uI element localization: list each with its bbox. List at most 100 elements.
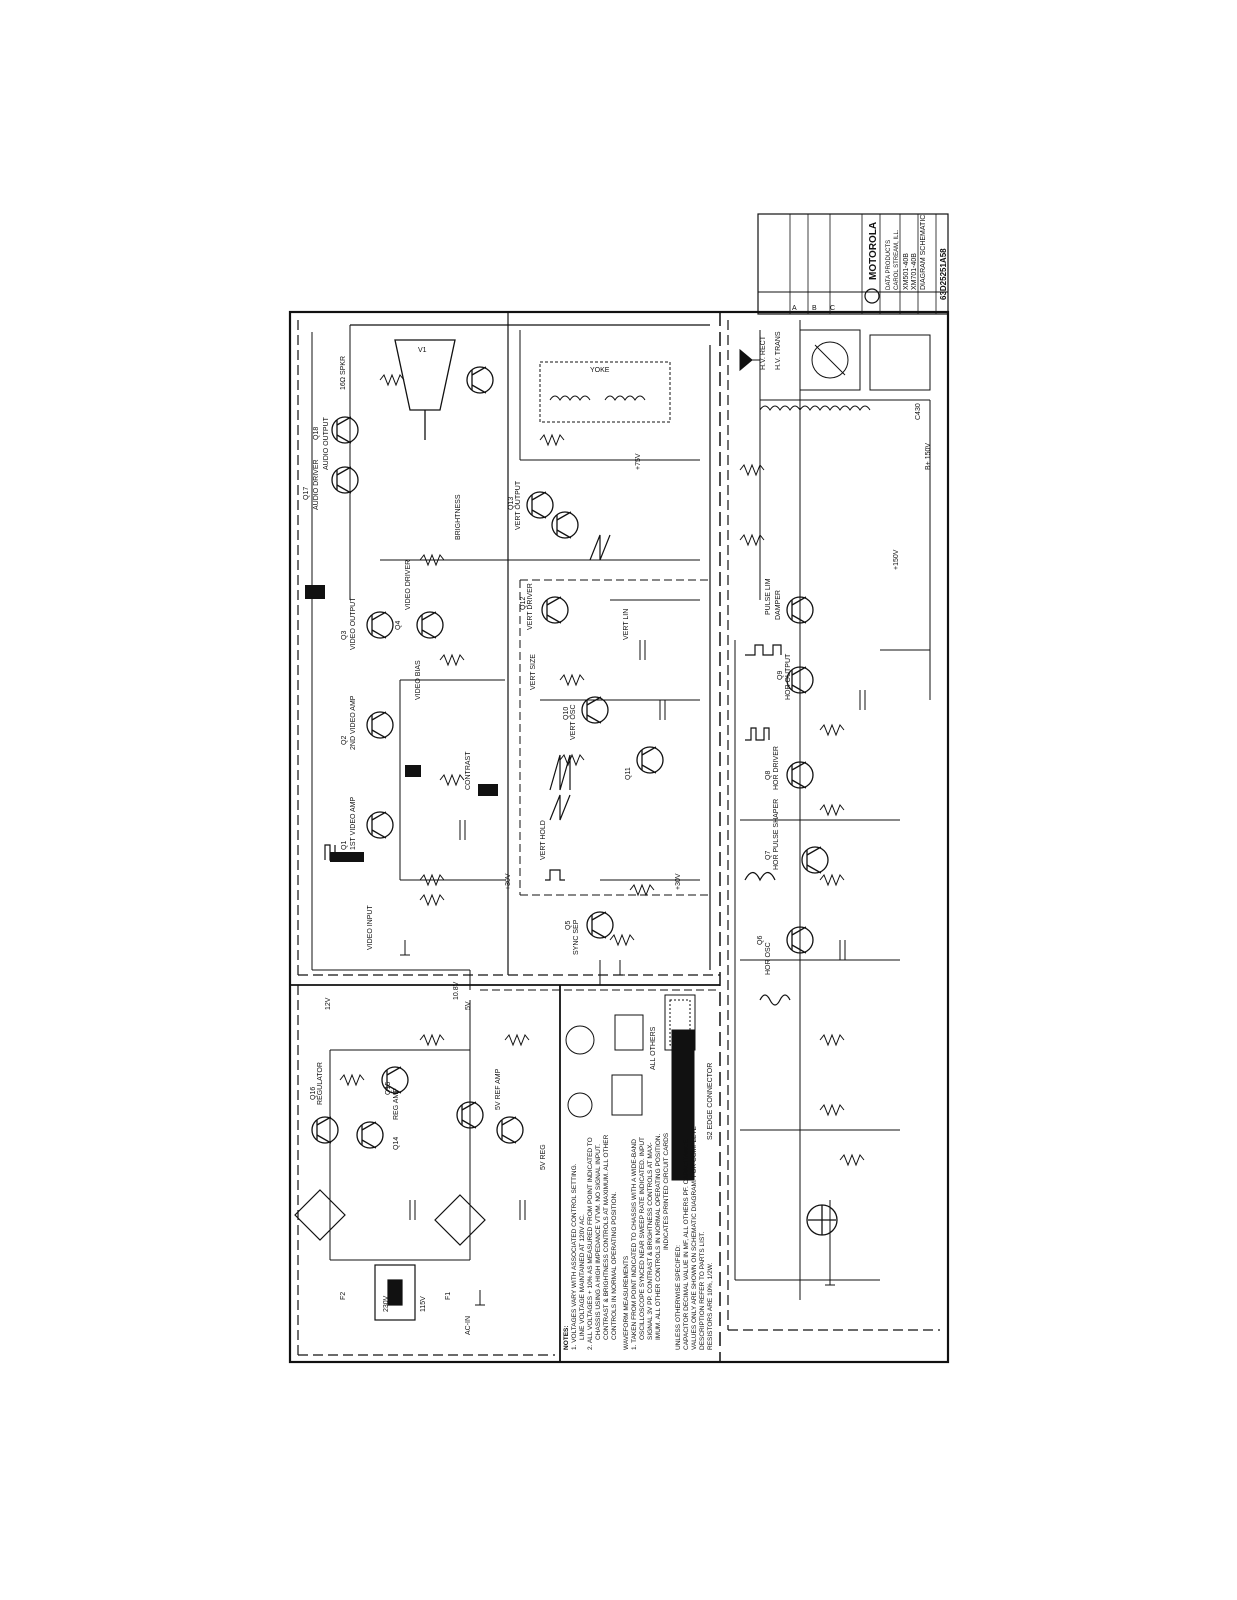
label-video-driver: VIDEO DRIVER (405, 560, 412, 610)
transistor-symbols (311, 366, 838, 1236)
q17-label: Q17 (303, 487, 310, 500)
q1-symbol (366, 811, 394, 839)
voltage-3: +150V (893, 549, 900, 570)
bus-wiring (311, 320, 931, 1300)
voltage-5: 5V (465, 1001, 472, 1010)
label-hor-pulse-shaper: HOR PULSE SHAPER (773, 799, 780, 870)
waveform-heading: WAVEFORM MEASUREMENTS (623, 1255, 630, 1350)
note-3: 1. TAKEN FROM POINT INDICATED TO CHASSIS… (631, 1139, 638, 1350)
hv-transformer (739, 329, 931, 411)
q4-symbol (416, 611, 444, 639)
notes-block: NOTES: 1. VOLTAGES VARY WITH ASSOCIATED … (563, 1126, 714, 1350)
label-brightness: BRIGHTNESS (455, 494, 462, 540)
voltage-annotations: +30V +75V +150V 10.8V 5V 12V +30V (325, 453, 900, 1010)
q6-symbol (786, 926, 814, 954)
q20-symbol (496, 1116, 524, 1144)
note-1b: LINE VOLTAGE MAINTAINED AT 120V AC. (579, 1214, 586, 1340)
q7-symbol (801, 846, 829, 874)
label-hor-osc: HOR OSC (765, 942, 772, 975)
note-5: UNLESS OTHERWISE SPECIFIED: (675, 1245, 682, 1350)
note-1: 1. VOLTAGES VARY WITH ASSOCIATED CONTROL… (571, 1163, 578, 1350)
yoke-assembly: YOKE (539, 361, 671, 423)
q11-symbol (636, 746, 664, 774)
yoke-label: YOKE (590, 367, 610, 374)
q23-symbol (551, 511, 579, 539)
title-location: CAROL STREAM, ILL. (894, 229, 900, 290)
note-2d: CONTROLS IN NORMAL OPERATING POSITION. (611, 1192, 618, 1340)
q6-label: Q6 (757, 936, 764, 945)
label-video-bias: VIDEO BIAS (415, 660, 422, 700)
title-diagram: DIAGRAM SCHEMATIC (920, 215, 927, 290)
label-vert-hold: VERT HOLD (540, 820, 547, 860)
power-fuse-f1: F1 (445, 1292, 452, 1300)
q19-symbol (456, 1101, 484, 1129)
q9-symbol (786, 666, 814, 694)
label-audio-output: AUDIO OUTPUT (323, 416, 330, 470)
power-115v: 115V (420, 1296, 427, 1312)
label-vert-lin: VERT LIN (623, 609, 630, 640)
waveform-sketches (324, 534, 791, 1006)
q22-symbol (786, 596, 814, 624)
voltage-7: +30V (675, 873, 682, 890)
q3-label: Q3 (341, 631, 348, 640)
label-video-output: VIDEO OUTPUT (350, 597, 357, 650)
note-5d: DESCRIPTION REFER TO PARTS LIST. (699, 1231, 706, 1350)
q13-label: Q13 (508, 497, 515, 510)
q2-label: Q2 (341, 736, 348, 745)
notes-heading: NOTES: (563, 1325, 570, 1350)
label-vert-output: VERT OUTPUT (515, 480, 522, 530)
q3-symbol (366, 611, 394, 639)
q18-symbol (331, 416, 359, 444)
waveform-blocks (305, 585, 498, 862)
q14-symbol (356, 1121, 384, 1149)
q10-label: Q10 (563, 707, 570, 720)
afc-diode-symbol (806, 1204, 838, 1236)
power-labels: AC-IN 230V 115V F2 F1 (340, 1292, 472, 1335)
q13-symbol (526, 491, 554, 519)
section-dividers (290, 312, 940, 1362)
q16-label: Q16 (310, 1087, 317, 1100)
q8-label: Q8 (765, 771, 772, 780)
note-5e: RESISTORS ARE 10%, 1/2W. (707, 1263, 714, 1350)
q10-symbol (581, 696, 609, 724)
title-division: DATA PRODUCTS (886, 240, 892, 290)
q1-label: Q1 (341, 841, 348, 850)
q17-symbol (331, 466, 359, 494)
label-vert-size: VERT SIZE (530, 654, 537, 690)
passive-components (339, 373, 866, 1220)
note-5c: VALUES ONLY ARE SHOWN ON SCHEMATIC DIAGR… (691, 1126, 698, 1350)
title-drawing-number: 63D25251A58 (939, 248, 948, 300)
q16-symbol (311, 1116, 339, 1144)
label-pulse-lim: PULSE LIM (765, 578, 772, 615)
note-3b: OSCILLOSCOPE SYNCED NEAR SWEEP RATE INDI… (639, 1137, 646, 1340)
q15-label: Q15 (385, 1082, 392, 1095)
label-hor-driver: HOR DRIVER (773, 746, 780, 790)
transistor-designators: Q1 Q2 Q3 Q4 Q5 Q6 Q7 Q8 Q9 Q10 Q11 Q12 Q… (303, 427, 784, 1150)
label-edge-connector: S2 EDGE CONNECTOR (707, 1063, 714, 1140)
schematic-border (288, 310, 950, 1364)
label-5v-reg: 5V REG (540, 1144, 547, 1170)
q14-label: Q14 (393, 1137, 400, 1150)
bridge-rectifiers (294, 1189, 486, 1246)
title-company: MOTOROLA (868, 222, 879, 280)
q2-symbol (366, 711, 394, 739)
label-ref-amp: 5V REF AMP (495, 1068, 502, 1110)
label-vert-driver: VERT DRIVER (527, 583, 534, 630)
title-model-1: XM501-40B (903, 253, 910, 290)
label-vert-osc: VERT OSC (570, 704, 577, 740)
note-2: 2. ALL VOLTAGES + 10% AS MEASURED FROM P… (587, 1137, 594, 1350)
label-hv-rect: H.V. RECT (760, 335, 767, 370)
power-ac-in: AC-IN (465, 1316, 472, 1335)
label-1st-video-amp: 1ST VIDEO AMP (350, 797, 357, 850)
voltage-2: +75V (635, 453, 642, 470)
power-fuse-f2: F2 (340, 1292, 347, 1300)
q15-symbol (381, 1066, 409, 1094)
q21-symbol (466, 366, 494, 394)
q5-symbol (586, 911, 614, 939)
power-transformer (374, 1264, 416, 1321)
label-sync-sep: SYNC SEP (573, 919, 580, 955)
title-block: MOTOROLA DATA PRODUCTS CAROL STREAM, ILL… (757, 213, 949, 315)
voltage-4: 10.8V (453, 981, 460, 1000)
note-2b: CHASSIS USING A HIGH IMPEDANCE VTVM. NO … (595, 1144, 602, 1340)
crt-tube: V1 (394, 339, 456, 440)
